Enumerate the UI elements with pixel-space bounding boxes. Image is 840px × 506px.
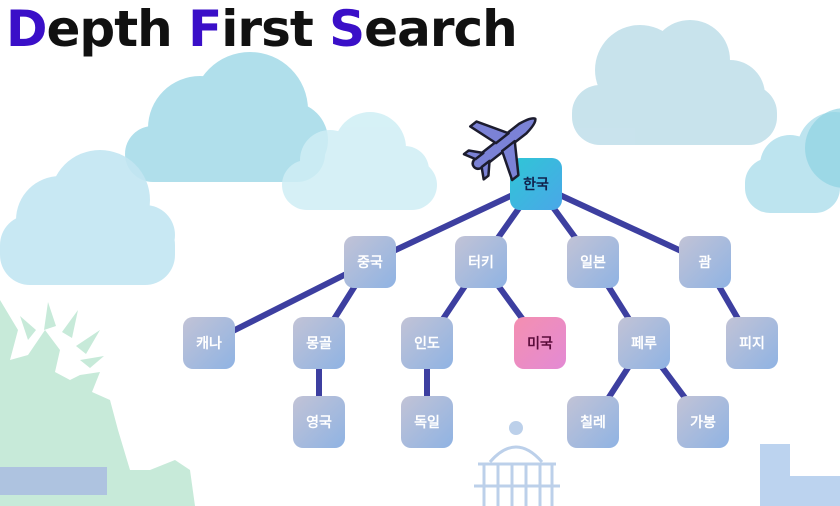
title-part: F bbox=[188, 0, 221, 58]
tree-node: 괌 bbox=[679, 236, 731, 288]
tree-node-current: 미국 bbox=[514, 317, 566, 369]
tree-node: 일본 bbox=[567, 236, 619, 288]
title-part: epth bbox=[47, 0, 189, 58]
title-part: irst bbox=[221, 0, 329, 58]
tree-node: 터키 bbox=[455, 236, 507, 288]
tree-node: 칠레 bbox=[567, 396, 619, 448]
tree-node: 피지 bbox=[726, 317, 778, 369]
tree-node: 가봉 bbox=[677, 396, 729, 448]
tree-node: 몽골 bbox=[293, 317, 345, 369]
cloud-icon bbox=[572, 20, 777, 145]
tree-node: 페루 bbox=[618, 317, 670, 369]
tree-node: 영국 bbox=[293, 396, 345, 448]
corner-block bbox=[760, 444, 840, 506]
tree-node: 중국 bbox=[344, 236, 396, 288]
banner-bar bbox=[0, 467, 107, 495]
page-title: Depth First Search bbox=[6, 0, 517, 62]
title-part: S bbox=[329, 0, 364, 58]
title-part: D bbox=[6, 0, 47, 58]
title-part: earch bbox=[364, 0, 517, 58]
tree-edges bbox=[209, 184, 752, 422]
tree-node: 독일 bbox=[401, 396, 453, 448]
tree-node: 인도 bbox=[401, 317, 453, 369]
airplane-icon bbox=[458, 104, 548, 184]
tree-node: 캐나 bbox=[183, 317, 235, 369]
capitol-building-icon bbox=[474, 421, 560, 506]
